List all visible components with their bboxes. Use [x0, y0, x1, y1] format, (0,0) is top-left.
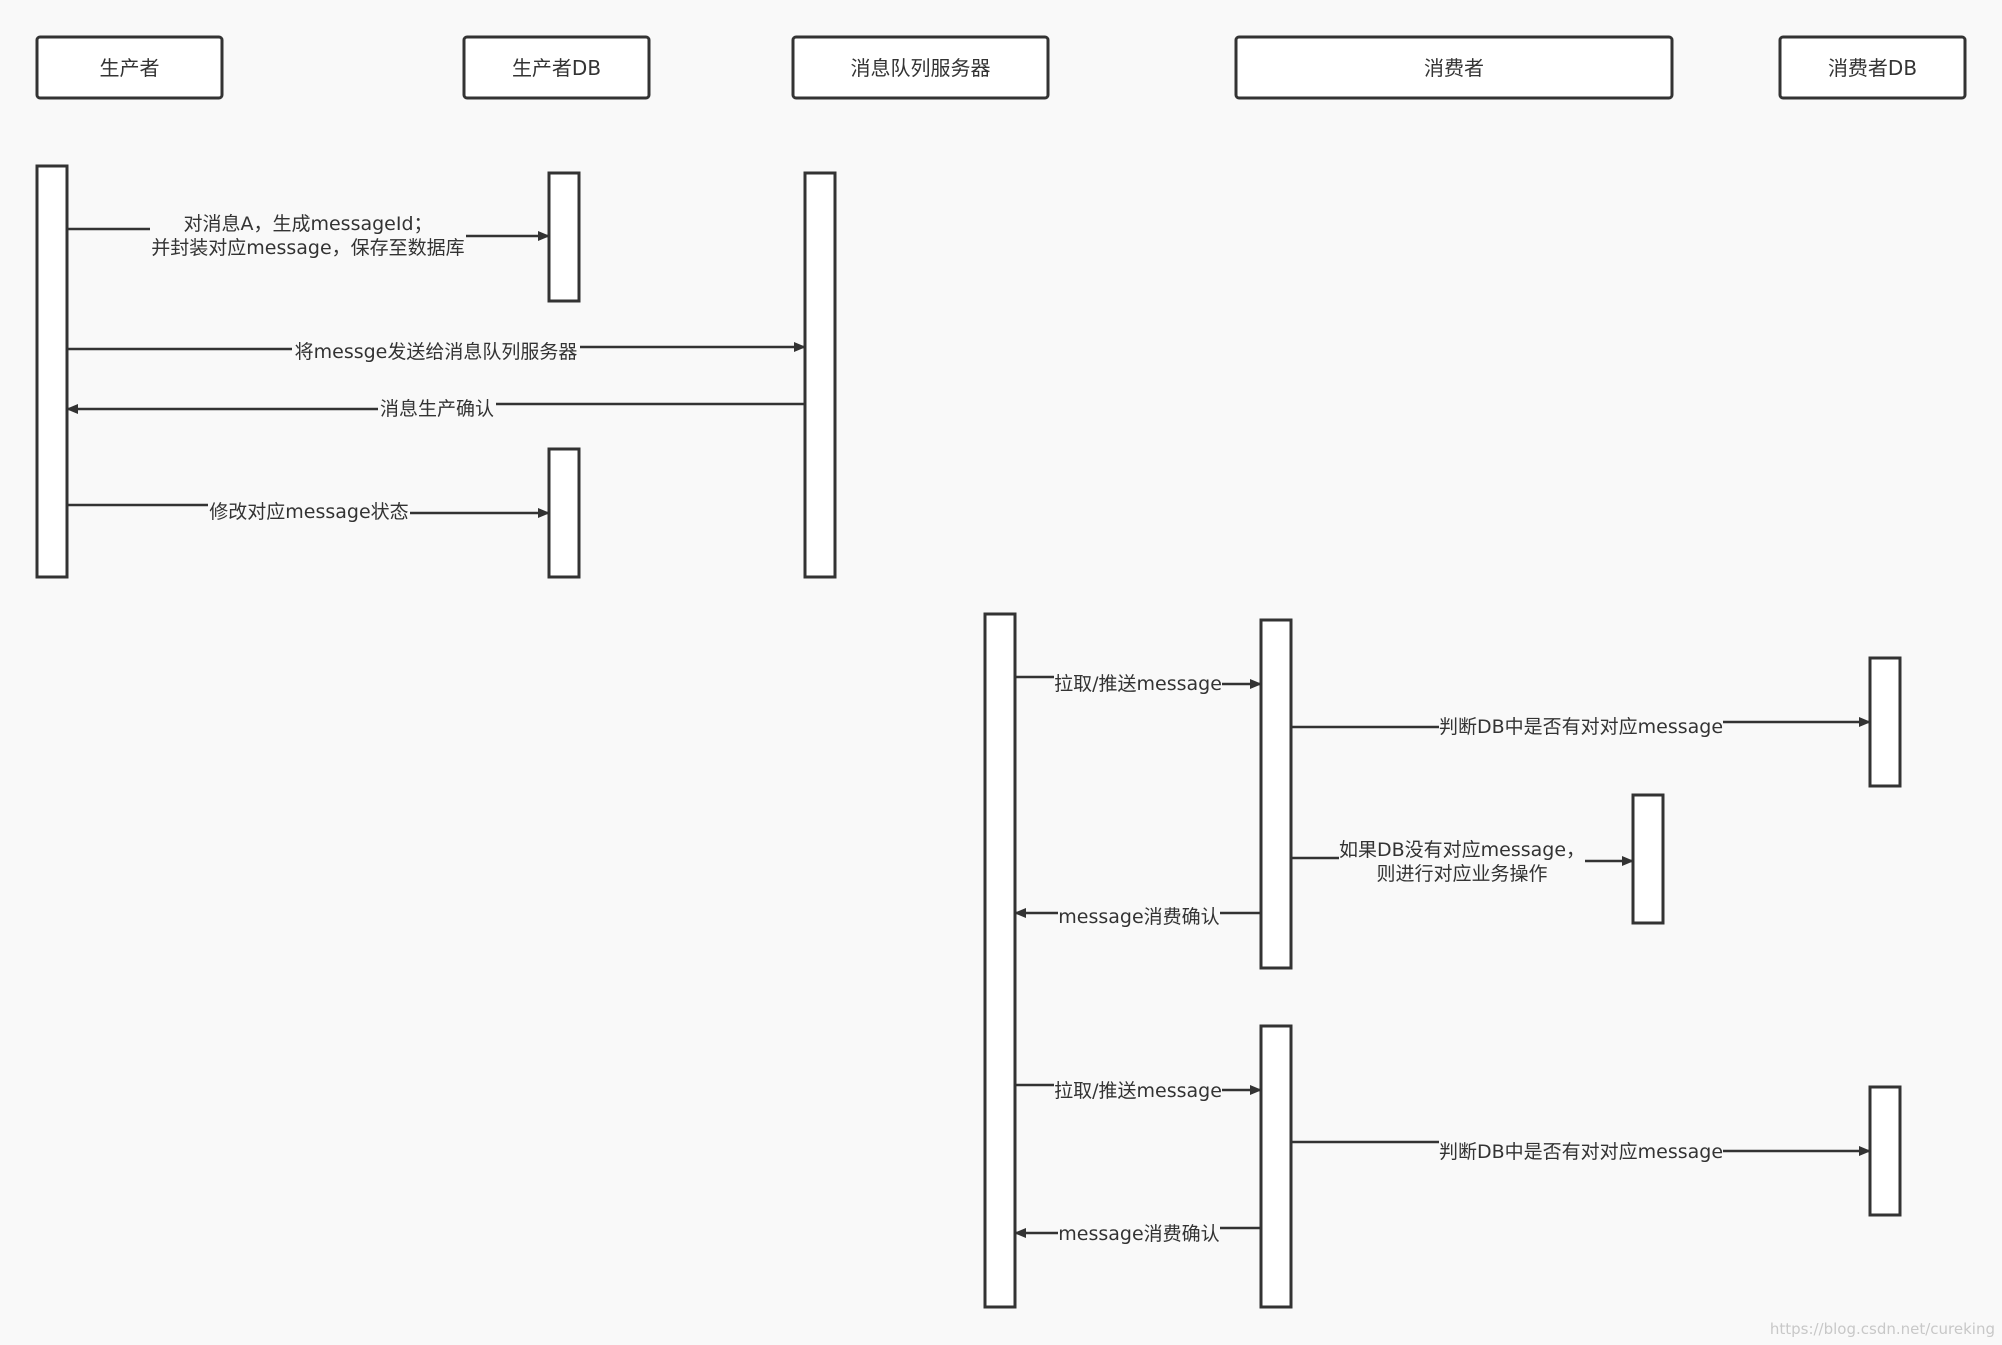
message-consume-ack-1[interactable]: message消费确认 — [1014, 903, 1261, 929]
actor-consumer[interactable]: 消费者 — [1234, 35, 1674, 100]
message-check-db-1[interactable]: 判断DB中是否有对对应message — [1291, 713, 1871, 739]
actor-mq-server[interactable]: 消息队列服务器 — [791, 35, 1050, 100]
message-produce-ack[interactable]: 消息生产确认 — [66, 395, 805, 421]
message-label: 消息生产确认 — [380, 398, 494, 420]
actor-label-consumer-db: 消费者DB — [1828, 56, 1917, 80]
activation-bar-consumer-db-1[interactable] — [1868, 656, 1902, 788]
activation-bar-consumer-2[interactable] — [1259, 1024, 1293, 1309]
message-label: 将messge发送给消息队列服务器 — [295, 341, 578, 363]
message-label: 拉取/推送message — [1054, 673, 1222, 695]
message-label-line: 对消息A，生成messageId； — [183, 213, 432, 235]
message-consume-ack-2[interactable]: message消费确认 — [1014, 1220, 1261, 1246]
message-label: 判断DB中是否有对对应message — [1439, 1141, 1723, 1163]
actor-consumer-db[interactable]: 消费者DB — [1778, 35, 1967, 100]
activation-bar-consumer-1[interactable] — [1259, 618, 1293, 970]
activation-bar-producer-db-2[interactable] — [547, 447, 581, 579]
message-label-line: 则进行对应业务操作 — [1376, 863, 1547, 885]
watermark-text: https://blog.csdn.net/cureking — [1770, 1320, 1995, 1338]
message-label: message消费确认 — [1058, 906, 1219, 928]
actor-producer[interactable]: 生产者 — [35, 35, 224, 100]
actor-label-consumer: 消费者 — [1424, 56, 1484, 80]
activation-bar-mq-server-1[interactable] — [803, 171, 837, 579]
message-label: 修改对应message状态 — [209, 501, 408, 523]
message-label: 判断DB中是否有对对应message — [1439, 716, 1723, 738]
actor-label-producer: 生产者 — [100, 56, 160, 80]
message-label-line: 如果DB没有对应message， — [1339, 839, 1585, 861]
message-check-db-2[interactable]: 判断DB中是否有对对应message — [1291, 1138, 1871, 1164]
actor-producer-db[interactable]: 生产者DB — [462, 35, 651, 100]
message-label: 拉取/推送message — [1054, 1080, 1222, 1102]
actor-label-mq-server: 消息队列服务器 — [851, 56, 991, 80]
message-update-status[interactable]: 修改对应message状态 — [67, 498, 550, 524]
message-label: message消费确认 — [1058, 1223, 1219, 1245]
activation-bar-consumer-db-2[interactable] — [1868, 1085, 1902, 1217]
message-pull-push-1[interactable]: 拉取/推送message — [1015, 670, 1262, 696]
actor-label-producer-db: 生产者DB — [512, 56, 601, 80]
activation-bar-business[interactable] — [1631, 793, 1665, 925]
message-send-to-mq[interactable]: 将messge发送给消息队列服务器 — [67, 337, 806, 363]
activation-bar-mq-server-2[interactable] — [983, 612, 1017, 1309]
message-pull-push-2[interactable]: 拉取/推送message — [1015, 1077, 1262, 1103]
message-save-to-db[interactable]: 对消息A，生成messageId； 并封装对应message，保存至数据库 — [67, 208, 550, 260]
message-business-op[interactable]: 如果DB没有对应message， 则进行对应业务操作 — [1291, 834, 1634, 886]
activation-bar-producer-db-1[interactable] — [547, 171, 581, 303]
message-label-line: 并封装对应message，保存至数据库 — [151, 237, 464, 259]
activation-bar-producer[interactable] — [35, 164, 69, 579]
